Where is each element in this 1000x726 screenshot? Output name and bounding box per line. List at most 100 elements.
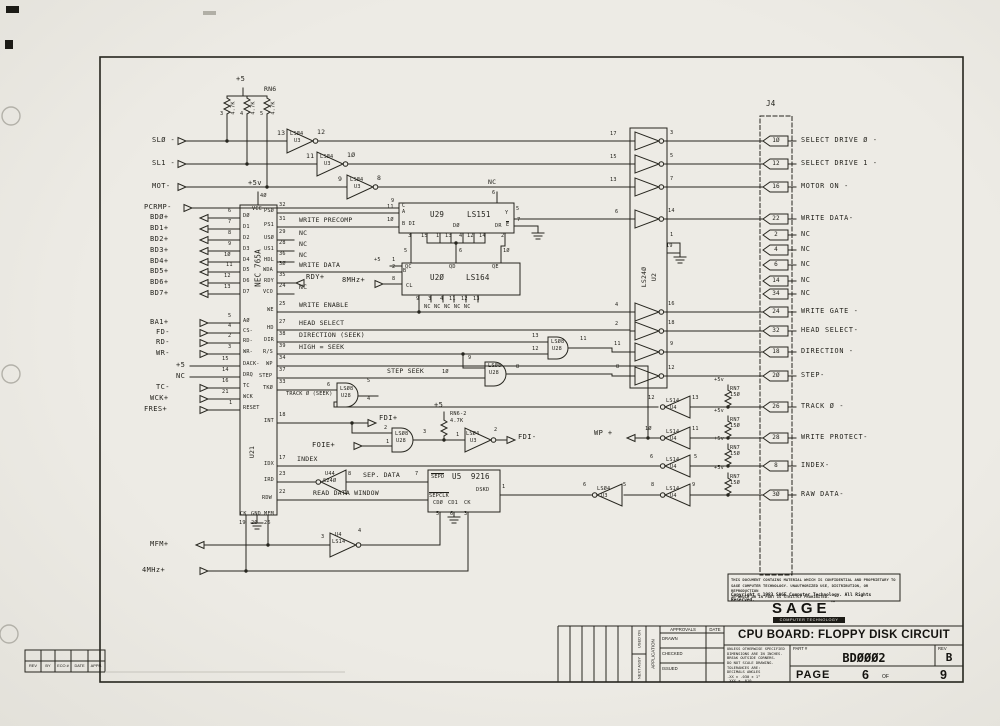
j4-pin-number: 12 — [772, 160, 780, 167]
schematic-label: LS14 — [666, 429, 680, 435]
rn6-designator: RN6 — [264, 85, 277, 93]
schematic-label: 1Ø — [442, 369, 449, 375]
schematic-label: U3 — [324, 161, 331, 167]
net-write-precomp: WRITE PRECOMP — [299, 216, 353, 224]
sage-logo: SAGE™ — [772, 600, 840, 617]
schematic-label: NC — [299, 283, 308, 291]
schematic-label: LSØ4 — [466, 431, 480, 437]
net-wp: WP + — [594, 429, 613, 437]
schematic-label: 16 — [222, 378, 229, 384]
schematic-label: NC — [299, 229, 308, 237]
copyright-line: Copyright © 1983 SAGE Computer Technolog… — [731, 593, 872, 603]
j4-signal-name: NC — [801, 289, 811, 297]
j4-connector-outline — [759, 115, 793, 576]
schematic-label: LS14 — [666, 486, 680, 492]
schematic-label: 8 — [377, 174, 382, 182]
schematic-label: B — [403, 268, 407, 274]
schematic-label: GND — [251, 511, 261, 517]
schematic-label: U3 — [294, 138, 301, 144]
schematic-label: 29 — [279, 229, 286, 235]
schematic-label: LS14 — [666, 398, 680, 404]
schematic-label: 8 — [516, 364, 520, 370]
schematic-label — [516, 207, 519, 212]
schematic-label: 12 — [467, 233, 474, 239]
schematic-label: 12 — [224, 273, 231, 279]
signal-mfm: MFM+ — [150, 540, 169, 548]
schematic-label: WR- — [243, 349, 253, 355]
schematic-label: U4 — [670, 436, 677, 442]
u20-ls164-chip — [401, 262, 521, 296]
schematic-label: 9 — [338, 175, 343, 183]
j4-pin-number: 2Ø — [772, 372, 780, 379]
schematic-label: BD2+ — [150, 235, 169, 243]
u21-nec765a-chip — [239, 204, 278, 516]
j4-pin-number: 8 — [774, 462, 778, 469]
appr-col-header: APPR. — [90, 663, 103, 668]
schematic-label: INT — [264, 418, 274, 424]
schematic-label: B DI — [402, 221, 416, 227]
schematic-label: U28 — [396, 438, 406, 444]
schematic-label: 1 — [392, 257, 396, 263]
schematic-label: 9 — [692, 482, 696, 488]
schematic-label: TC — [243, 383, 250, 389]
schematic-label: 15 — [222, 356, 229, 362]
u5-designator: U5 9216 — [452, 472, 490, 481]
schematic-label: A — [402, 209, 406, 215]
j4-pin-symbols — [762, 135, 789, 501]
schematic-label: 1 — [386, 439, 390, 445]
schematic-label: 13 — [692, 395, 699, 401]
schematic-label: +5v — [714, 377, 724, 383]
schematic-label: D5 — [243, 267, 250, 273]
schematic-label: 12 — [461, 296, 468, 302]
schematic-label: SEPCLK — [429, 492, 449, 499]
schematic-label: 6 — [650, 454, 654, 460]
schematic-label: 15Ø — [730, 423, 740, 429]
schematic-label: 12 — [317, 128, 326, 136]
schematic-label: 4Ø — [260, 193, 267, 199]
j4-signal-name: SELECT DRIVE Ø - — [801, 136, 878, 144]
schematic-label: 3Ø — [279, 261, 286, 267]
j4-pin-number: 26 — [772, 403, 780, 410]
schematic-label: IDX — [264, 461, 274, 467]
schematic-label: 2Ø — [251, 520, 258, 526]
j4-signal-name: HEAD SELECT- — [801, 326, 859, 334]
j4-signal-name: NC — [801, 260, 811, 268]
schematic-label: 6 — [459, 248, 463, 254]
j4-signal-name: WRITE DATA- — [801, 214, 854, 222]
schematic-label: BD4+ — [150, 257, 169, 265]
eco-col-header: ECO # — [57, 663, 69, 668]
u20-designator: U2Ø — [430, 273, 445, 282]
schematic-label: U28 — [489, 370, 499, 376]
schematic-label: 5 — [670, 153, 674, 159]
schematic-label: BDØ+ — [150, 213, 169, 221]
schematic-label: CL — [406, 283, 413, 289]
schematic-label: U3 — [470, 438, 477, 444]
schematic-label: 34 — [279, 355, 286, 361]
schematic-label: CDØ — [433, 500, 443, 506]
schematic-label: 18 — [279, 412, 286, 418]
schematic-label: 3 — [228, 344, 232, 350]
schematic-label: 13 — [445, 233, 452, 239]
tolerance-notes: UNLESS OTHERWISE SPECIFIED DIMENSIONS AR… — [727, 647, 785, 684]
schematic-label: 11 — [692, 426, 699, 432]
page-number: 6 — [862, 668, 869, 682]
schematic-label: RD- — [243, 338, 253, 344]
schematic-label: 14 — [668, 208, 675, 214]
schematic-label: 8 — [228, 230, 232, 236]
ground-symbols — [250, 232, 687, 530]
schematic-label: 4 — [615, 302, 619, 308]
schematic-label: 13 — [277, 129, 286, 137]
schematic-label: 9 — [228, 241, 232, 247]
schematic-label: LSØ8 — [551, 339, 565, 345]
schematic-label: BD1+ — [150, 224, 169, 232]
u29-ls151-chip — [398, 202, 515, 234]
signal-pcrmp: PCRMP- — [144, 203, 172, 211]
schematic-label: 32 — [279, 202, 286, 208]
schematic-label: 9 — [416, 296, 420, 302]
schematic-label: 3 — [670, 130, 674, 136]
schematic-label: BD7+ — [150, 289, 169, 297]
schematic-label: +5v — [714, 436, 724, 442]
schematic-label: VCO — [263, 289, 273, 295]
schematic-label: BD5+ — [150, 267, 169, 275]
